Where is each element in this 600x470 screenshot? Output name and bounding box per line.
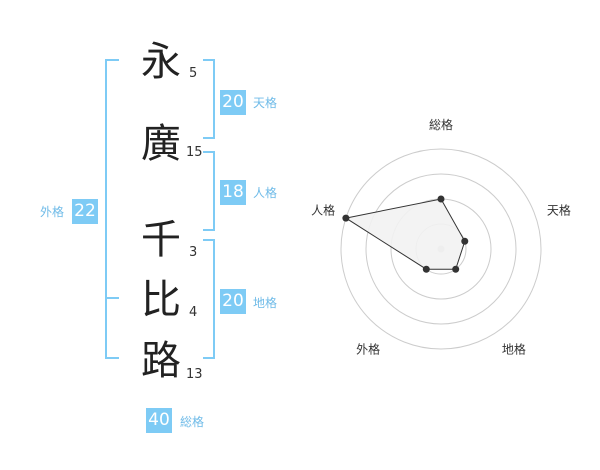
chikaku-value: 20 <box>220 289 246 314</box>
bracket-chikaku <box>203 239 215 359</box>
chikaku-label: 地格 <box>253 296 278 310</box>
stroke-count-1: 5 <box>189 66 198 81</box>
radar-point-1 <box>437 195 445 203</box>
name-char-1: 永 <box>141 39 181 85</box>
radar-point-5 <box>342 214 350 222</box>
radar-ring-3 <box>365 173 517 325</box>
bracket-tenkaku <box>203 59 215 139</box>
name-char-5: 路 <box>141 338 181 384</box>
name-char-3: 千 <box>141 217 181 263</box>
radar-point-4 <box>422 265 430 273</box>
gaikaku-value: 22 <box>72 199 98 224</box>
radar-polygon <box>344 198 466 270</box>
name-char-2: 廣 <box>141 121 181 167</box>
radar-point-3 <box>452 265 460 273</box>
radar-axis-label-5: 人格 <box>311 203 335 218</box>
bracket-gaikaku <box>105 59 119 359</box>
jinkaku-value: 18 <box>220 180 246 205</box>
soukaku-value: 40 <box>146 408 172 433</box>
soukaku-label: 総格 <box>180 415 205 429</box>
stroke-count-5: 13 <box>186 367 203 382</box>
tenkaku-value: 20 <box>220 90 246 115</box>
gaikaku-label: 外格 <box>40 205 65 219</box>
radar-axis-label-2: 天格 <box>547 203 571 218</box>
radar-point-2 <box>461 237 469 245</box>
jinkaku-label: 人格 <box>253 186 278 200</box>
radar-axis-label-1: 総格 <box>429 117 453 132</box>
radar-ring-4 <box>340 148 542 350</box>
stroke-count-4: 4 <box>189 305 198 320</box>
bracket-jinkaku <box>203 151 215 231</box>
name-char-4: 比 <box>141 277 181 323</box>
tenkaku-label: 天格 <box>253 96 278 110</box>
radar-axis-label-3: 地格 <box>502 341 526 356</box>
stroke-count-2: 15 <box>186 145 203 160</box>
stroke-count-3: 3 <box>189 245 198 260</box>
radar-axis-label-4: 外格 <box>356 341 380 356</box>
